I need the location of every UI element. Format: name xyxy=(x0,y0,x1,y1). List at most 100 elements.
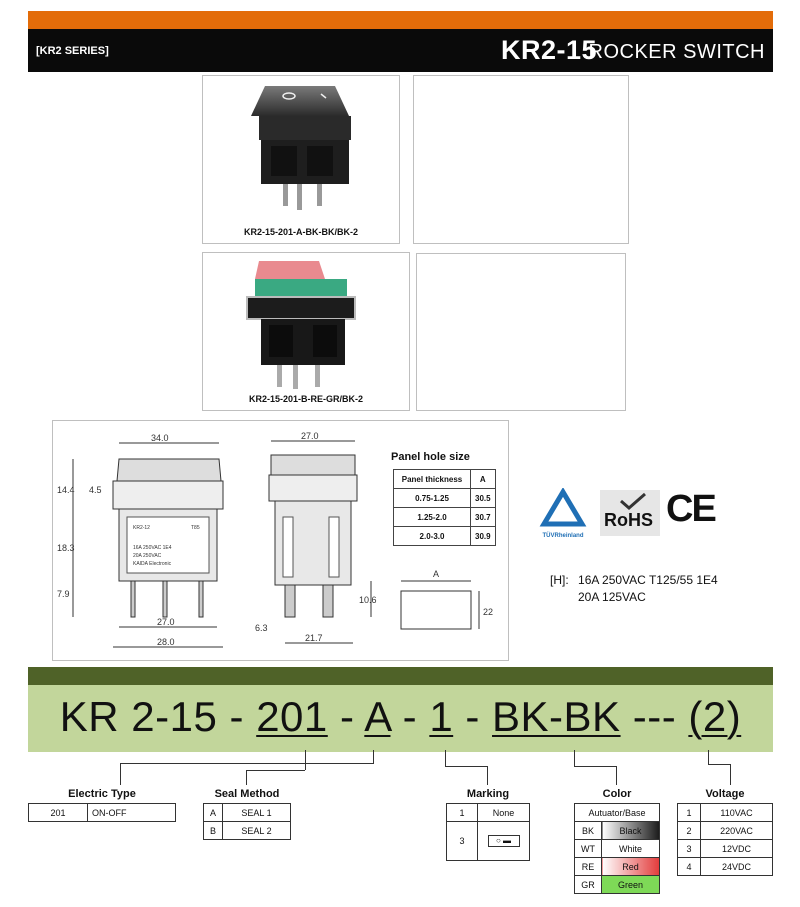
color-title: Color xyxy=(602,788,632,800)
model-title: KR2-15 xyxy=(500,35,597,65)
switch-label-model: KR2-12 xyxy=(133,525,150,531)
color-header: Autuator/Base xyxy=(574,803,660,822)
color-swatch-black: Black xyxy=(601,821,660,840)
on-off-marking-icon: ○ ▬ xyxy=(487,835,520,847)
dim-height-1: 14.4 xyxy=(57,485,75,495)
switch-label-rating-1: 16A 250VAC 1E4 xyxy=(133,545,172,551)
dim-width-flange: 28.0 xyxy=(157,637,175,647)
connector-line xyxy=(708,764,730,765)
seal-method-code: B xyxy=(203,821,223,840)
marking-title: Marking xyxy=(466,788,510,800)
connector-line xyxy=(487,766,488,785)
panel-hole-title: Panel hole size xyxy=(391,451,470,463)
color-swatch-green: Green xyxy=(601,875,660,894)
panel-hole-cell: 1.25-2.0 xyxy=(393,507,471,527)
dim-width-top: 34.0 xyxy=(151,433,169,443)
voltage-code: 1 xyxy=(677,803,701,822)
seal-method-title: Seal Method xyxy=(214,788,280,800)
electric-type-code: 201 xyxy=(28,803,88,822)
marking-symbol-cell: ○ ▬ xyxy=(477,821,530,861)
marking-code: 3 xyxy=(446,821,478,861)
connector-line xyxy=(708,750,709,764)
code-electric-type: 201 xyxy=(256,693,328,740)
rocker-switch-black-image xyxy=(251,86,351,210)
connector-line xyxy=(616,766,617,785)
marking-code: 1 xyxy=(446,803,478,822)
technical-drawing: KR2-12 T85 16A 250VAC 1E4 20A 250VAC KAI… xyxy=(52,420,509,661)
photo-2-caption: KR2-15-201-B-RE-GR/BK-2 xyxy=(248,394,364,404)
code-marking: 1 xyxy=(429,693,454,740)
code-prefix: KR 2-15 - xyxy=(59,693,257,740)
electric-type-title: Electric Type xyxy=(68,788,136,800)
code-color: BK-BK xyxy=(492,693,621,740)
panel-hole-cell: 30.7 xyxy=(470,507,496,527)
code-voltage: (2) xyxy=(688,693,742,740)
tuv-logo-text: TÜVRheinland xyxy=(542,533,584,539)
header-bar: [KR2 SERIES] KR2-15 ROCKER SWITCH xyxy=(28,29,773,72)
panel-hole-header-a: A xyxy=(470,469,496,489)
dim-width-base: 27.0 xyxy=(157,617,175,627)
connector-line xyxy=(730,764,731,785)
connector-line xyxy=(305,750,306,770)
panel-hole-cell: 2.0-3.0 xyxy=(393,526,471,546)
dim-terminal-span: 21.7 xyxy=(305,633,323,643)
color-code: RE xyxy=(574,857,602,876)
rating-line-2: 20A 125VAC xyxy=(578,590,646,604)
product-photo-2: KR2-15-201-B-RE-GR/BK-2 xyxy=(202,252,410,411)
order-code: KR 2-15 - 201 - A - 1 - BK-BK --- (2) xyxy=(28,693,773,741)
code-sep: --- xyxy=(620,693,689,740)
dim-height-2: 4.5 xyxy=(89,485,102,495)
dim-terminal-offset: 6.3 xyxy=(255,623,268,633)
panel-hole-header-thickness: Panel thickness xyxy=(393,469,471,489)
rocker-switch-red-green-image xyxy=(246,261,356,389)
rohs-logo-icon: RoHS xyxy=(600,490,660,536)
marking-desc: None xyxy=(477,803,530,822)
switch-label-rating-2: 20A 250VAC xyxy=(133,553,162,559)
rating-label: [H]: xyxy=(550,573,569,587)
voltage-value: 220VAC xyxy=(700,821,773,840)
dim-height-3: 18.3 xyxy=(57,543,75,553)
connector-line xyxy=(373,750,374,764)
code-seal-method: A xyxy=(364,693,391,740)
dim-hole-height: 22 xyxy=(483,607,493,617)
code-sep: - xyxy=(327,693,365,740)
empty-photo-frame-1 xyxy=(413,75,629,244)
tuv-logo-icon: TÜVRheinland xyxy=(534,487,592,540)
connector-line xyxy=(574,766,616,767)
switch-label-maker: KAIDA Electronic xyxy=(133,561,172,567)
dimension-drawing-svg: KR2-12 T85 16A 250VAC 1E4 20A 250VAC KAI… xyxy=(57,431,493,648)
dim-side-width: 27.0 xyxy=(301,431,319,441)
voltage-value: 110VAC xyxy=(700,803,773,822)
header-accent-bar xyxy=(28,11,773,29)
color-code: BK xyxy=(574,821,602,840)
electric-type-desc: ON-OFF xyxy=(87,803,176,822)
order-code-band: KR 2-15 - 201 - A - 1 - BK-BK --- (2) xyxy=(28,685,773,752)
connector-line xyxy=(445,750,446,766)
connector-line xyxy=(445,766,487,767)
photo-1-caption: KR2-15-201-A-BK-BK/BK-2 xyxy=(243,227,359,237)
rohs-logo-text: RoHS xyxy=(604,510,653,530)
color-code: WT xyxy=(574,839,602,858)
panel-hole-cell: 30.5 xyxy=(470,488,496,508)
dim-hole-width: A xyxy=(433,569,439,579)
product-type-title: ROCKER SWITCH xyxy=(588,41,765,63)
rating-line-1: 16A 250VAC T125/55 1E4 xyxy=(578,573,718,587)
voltage-code: 3 xyxy=(677,839,701,858)
code-sep: - xyxy=(390,693,430,740)
code-accent-bar xyxy=(28,667,773,685)
voltage-value: 12VDC xyxy=(700,839,773,858)
panel-hole-cell: 0.75-1.25 xyxy=(393,488,471,508)
code-sep: - xyxy=(453,693,493,740)
seal-method-desc: SEAL 1 xyxy=(222,803,291,822)
color-swatch-red: Red xyxy=(601,857,660,876)
connector-line xyxy=(574,750,575,766)
color-swatch-white: White xyxy=(601,839,660,858)
rating-block: [H]: 16A 250VAC T125/55 1E4 20A 125VAC xyxy=(550,572,718,606)
voltage-code: 2 xyxy=(677,821,701,840)
